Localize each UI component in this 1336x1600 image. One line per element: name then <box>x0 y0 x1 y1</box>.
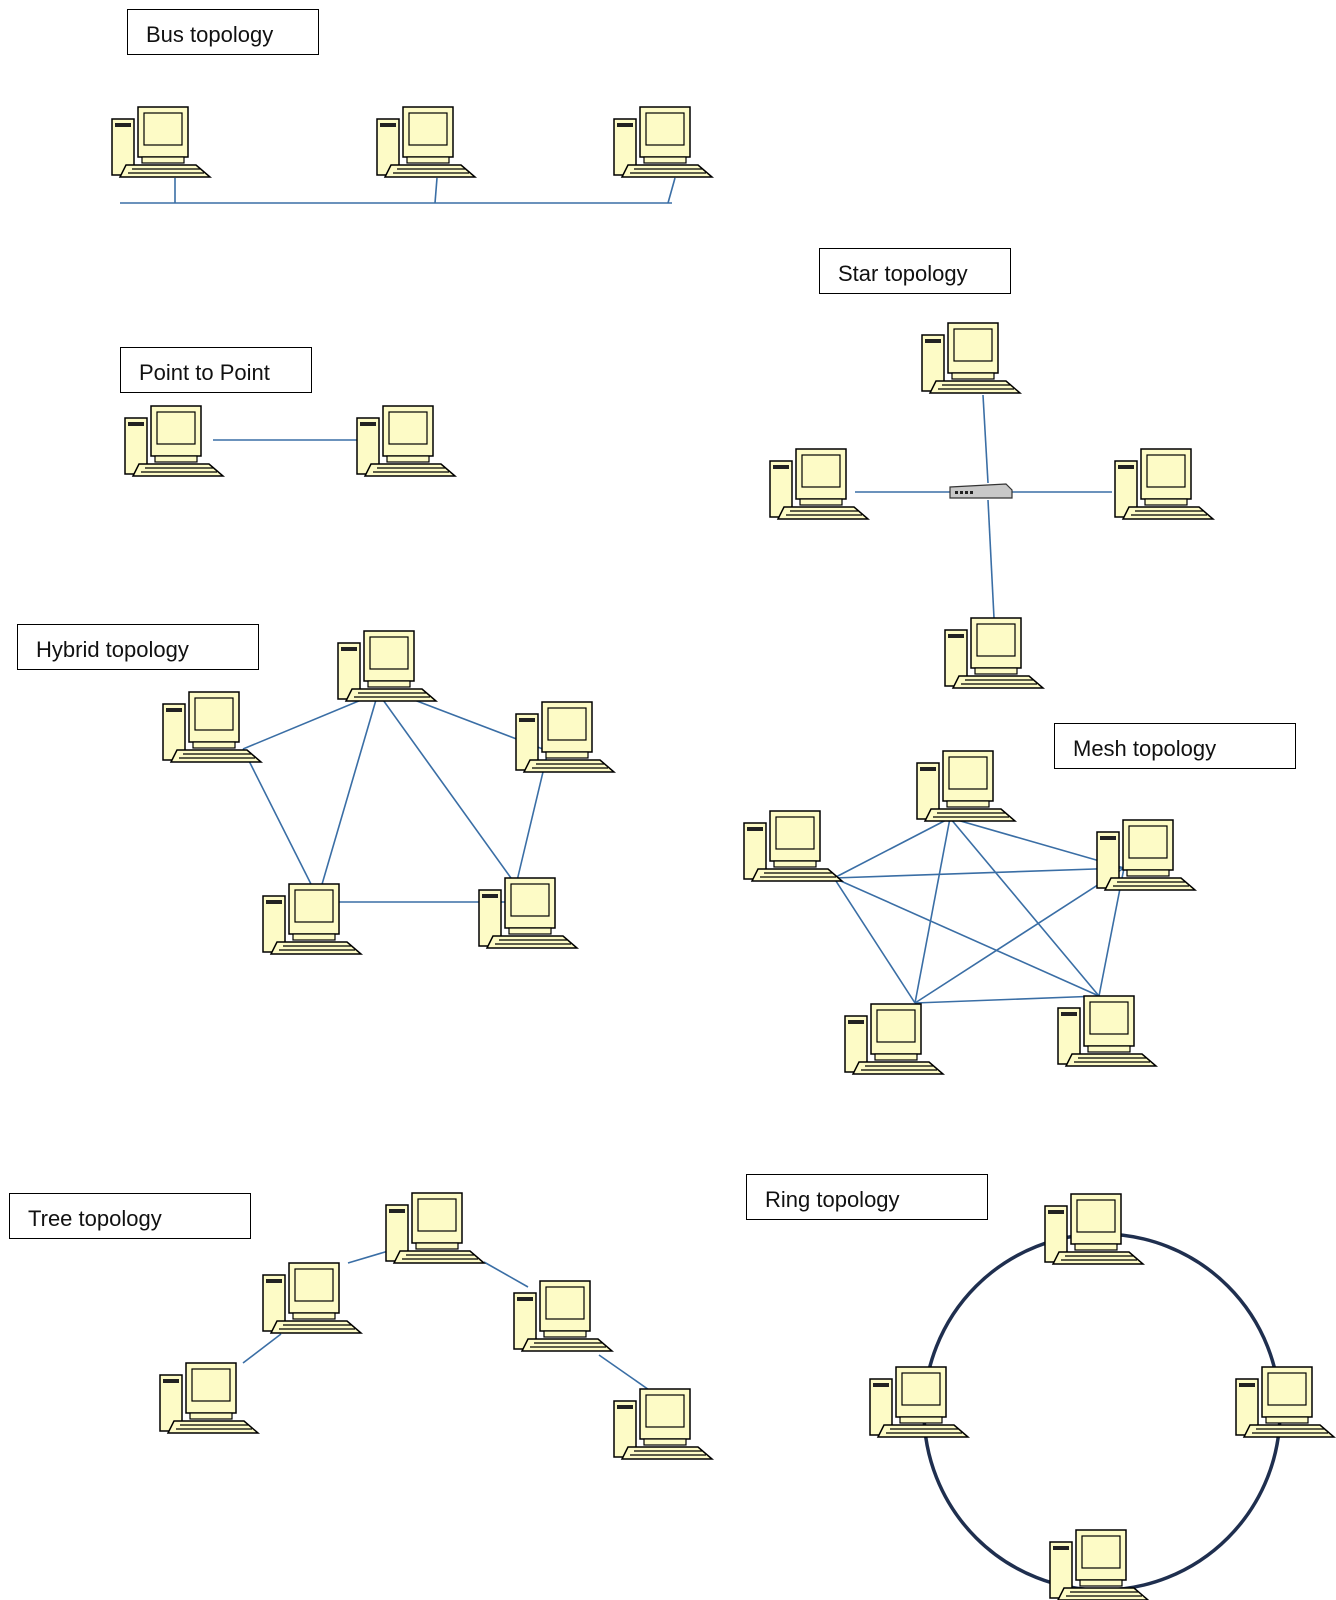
mesh-link-line <box>833 877 916 1004</box>
ring-node-left-computer-icon <box>869 1366 971 1438</box>
hybrid-node-bottom-left-computer-icon <box>262 883 364 955</box>
mesh-node-left-computer-icon <box>743 810 845 882</box>
hybrid-link-line <box>377 692 517 886</box>
hybrid-node-top-computer-icon <box>337 630 439 702</box>
hybrid-topology-label: Hybrid topology <box>17 624 259 670</box>
mesh-node-right-computer-icon <box>1096 819 1198 891</box>
p2p-node-2-computer-icon <box>356 405 458 477</box>
hybrid-link-line <box>515 750 549 886</box>
point-to-point-label: Point to Point <box>120 347 312 393</box>
mesh-topology-label: Mesh topology <box>1054 723 1296 769</box>
bus-node-3-computer-icon <box>613 106 715 178</box>
mesh-link-line <box>914 817 951 1004</box>
mesh-link-line <box>833 817 951 879</box>
star-link-line <box>982 394 989 484</box>
mesh-link-line <box>914 995 1100 1004</box>
mesh-link-line <box>833 877 1100 997</box>
hybrid-link-line <box>317 692 379 899</box>
hybrid-node-right-computer-icon <box>515 701 617 773</box>
bus-topology-label: Bus topology <box>127 9 319 55</box>
hybrid-link-line <box>242 748 319 899</box>
mesh-node-top-computer-icon <box>916 750 1018 822</box>
bus-node-2-computer-icon <box>376 106 478 178</box>
mesh-node-bottom-left-computer-icon <box>844 1003 946 1075</box>
star-node-right-computer-icon <box>1114 448 1216 520</box>
tree-node-root-computer-icon <box>385 1192 487 1264</box>
ring-node-bottom-computer-icon <box>1049 1529 1150 1600</box>
ring-node-top-computer-icon <box>1044 1193 1146 1265</box>
mesh-link-line <box>949 817 1100 997</box>
tree-topology-label: Tree topology <box>9 1193 251 1239</box>
tree-node-left-computer-icon <box>262 1262 364 1334</box>
star-node-top-computer-icon <box>921 322 1023 394</box>
tree-node-left-child-computer-icon <box>159 1362 261 1434</box>
star-node-bottom-computer-icon <box>944 617 1046 689</box>
mesh-link-line <box>914 867 1125 1004</box>
tree-node-right-computer-icon <box>513 1280 615 1352</box>
mesh-link-line <box>833 867 1125 879</box>
bus-node-1-computer-icon <box>111 106 213 178</box>
star-node-left-computer-icon <box>769 448 871 520</box>
ring-topology-label: Ring topology <box>746 1174 988 1220</box>
p2p-node-1-computer-icon <box>124 405 226 477</box>
star-topology-label: Star topology <box>819 248 1011 294</box>
bus-drop-line <box>434 177 438 204</box>
hybrid-node-left-computer-icon <box>162 691 264 763</box>
tree-link-line <box>483 1261 529 1288</box>
bus-drop-line <box>667 177 676 204</box>
star-link-line <box>987 499 995 619</box>
mesh-node-bottom-right-computer-icon <box>1057 995 1159 1067</box>
hybrid-node-bottom-right-computer-icon <box>478 877 580 949</box>
mesh-link-line <box>949 817 1125 869</box>
tree-node-right-child-computer-icon <box>613 1388 715 1460</box>
ring-node-right-computer-icon <box>1235 1366 1336 1438</box>
hybrid-link-line <box>242 692 379 750</box>
tree-link-line <box>598 1354 653 1393</box>
network-hub-icon <box>949 483 1013 499</box>
tree-link-line <box>242 1333 282 1364</box>
